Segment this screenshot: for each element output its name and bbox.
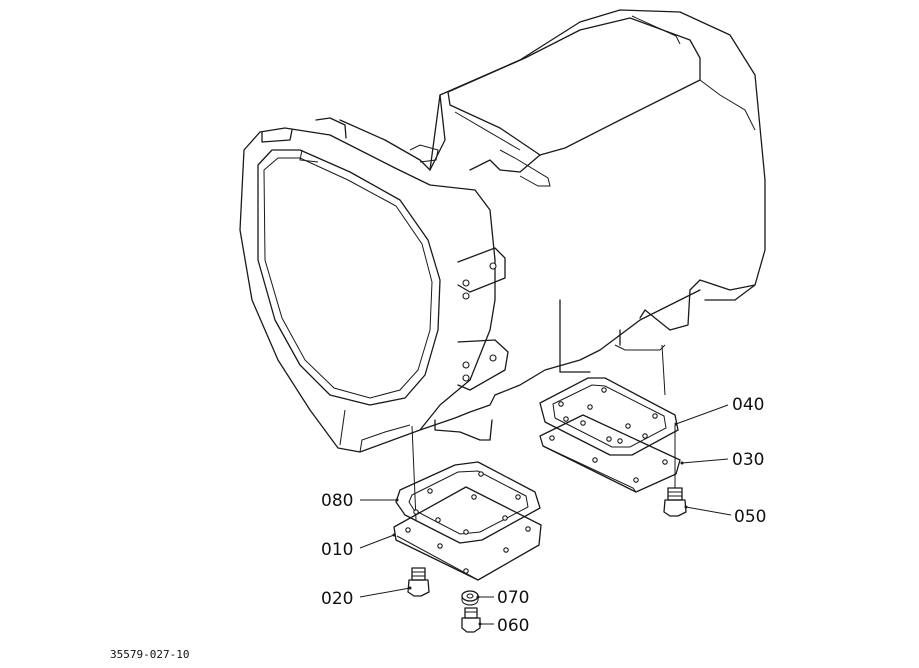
callout-060: 060 — [497, 616, 529, 636]
callout-040: 040 — [732, 395, 764, 415]
bolt-060 — [461, 607, 481, 633]
assembly-line-left — [411, 425, 417, 521]
gasket-080 — [395, 461, 541, 544]
callout-050: 050 — [734, 507, 766, 527]
bolt-020 — [407, 567, 430, 597]
callout-010: 010 — [321, 540, 353, 560]
callout-020: 020 — [321, 589, 353, 609]
transmission-case — [239, 9, 766, 453]
leader-lines — [359, 404, 732, 626]
callout-070: 070 — [497, 588, 529, 608]
assembly-line-right — [661, 344, 666, 396]
gasket-040 — [539, 377, 679, 456]
callout-080: 080 — [321, 491, 353, 511]
bolt-050 — [663, 487, 687, 517]
cover-plate-010 — [393, 486, 542, 581]
callout-030: 030 — [732, 450, 764, 470]
cover-plate-030 — [539, 414, 681, 493]
drawing-code: 35579-027-10 — [110, 648, 189, 661]
washer-070 — [461, 590, 479, 606]
